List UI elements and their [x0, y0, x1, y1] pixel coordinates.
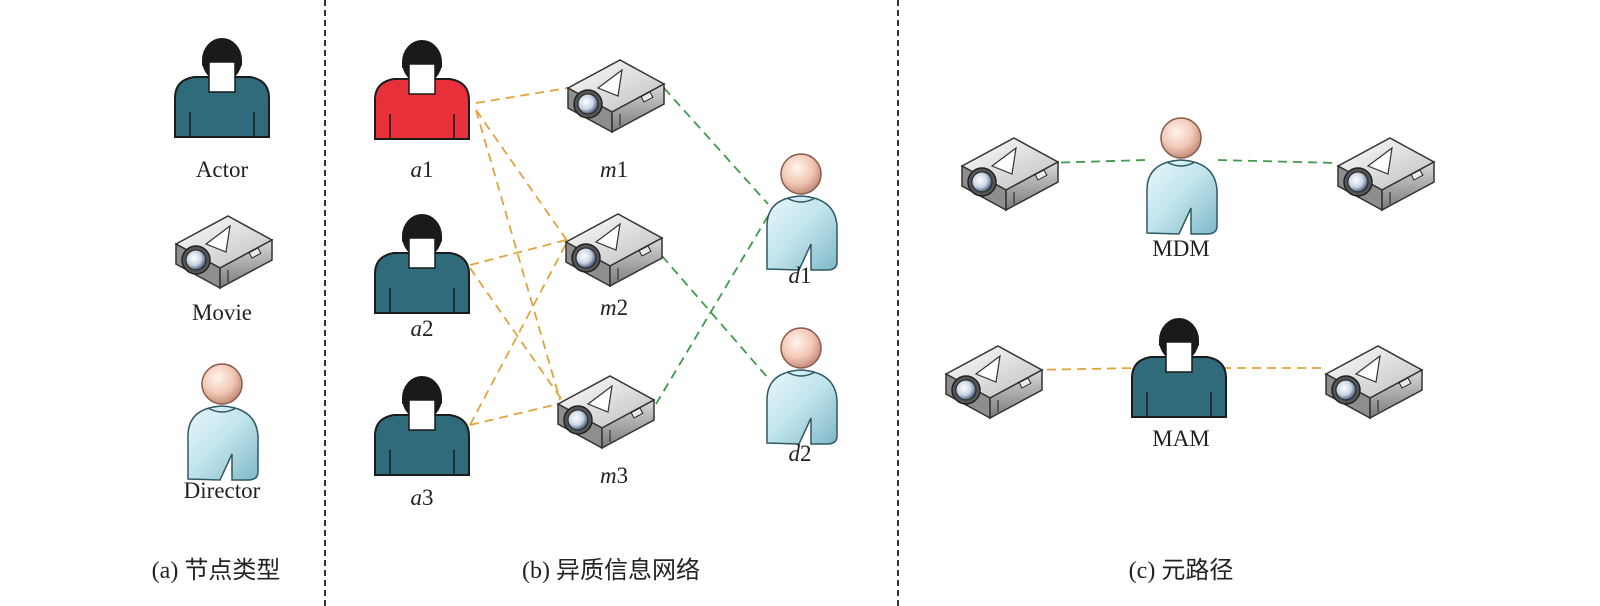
- movie-node-m3: [556, 375, 656, 450]
- actor-node-a1: [374, 40, 470, 140]
- edge-a1-m2: [475, 109, 569, 243]
- edge-a2-m2: [469, 239, 567, 266]
- edge-a1-m1: [475, 87, 569, 104]
- edge-a3-m2: [469, 243, 567, 426]
- caption-hin: (b) 异质信息网络: [522, 558, 700, 584]
- edge-mdm-left: [1045, 159, 1147, 164]
- node-label-m3: m3: [599, 463, 629, 488]
- edge-m1-d1: [663, 87, 769, 205]
- legend-director-icon: [187, 363, 259, 481]
- node-label-m1: m1: [599, 157, 629, 182]
- edge-a2-m3: [469, 267, 563, 401]
- metapath-label-mam: MAM: [1152, 426, 1210, 451]
- network-edges: [469, 87, 1339, 426]
- caption-metapath: (c) 元路径: [1128, 558, 1234, 584]
- movie-node-m2: [564, 213, 664, 288]
- director-node-d1: [766, 153, 838, 271]
- node-label-d1: d1: [788, 263, 812, 288]
- legend-movie-icon: [174, 215, 274, 290]
- metapath-mdm-movie-left: [960, 137, 1060, 212]
- edge-mam-left: [1031, 367, 1137, 371]
- network-nodes: [174, 38, 1436, 481]
- movie-node-m1: [566, 59, 666, 134]
- metapath-mam-movie-left: [944, 345, 1044, 420]
- legend-director-label: Director: [183, 478, 261, 503]
- node-label-d2: d2: [788, 441, 812, 466]
- metapath-label-mdm: MDM: [1152, 236, 1210, 261]
- actor-node-a3: [374, 376, 470, 476]
- node-label-m2: m2: [599, 295, 629, 320]
- node-label-a3: a3: [410, 485, 434, 510]
- legend-actor-icon: [174, 38, 270, 138]
- metapath-mdm-movie-right: [1336, 137, 1436, 212]
- caption-node-types: (a) 节点类型: [151, 558, 281, 584]
- edge-mdm-right: [1217, 159, 1339, 164]
- node-label-a1: a1: [410, 157, 434, 182]
- panel-divider-left: [324, 0, 326, 606]
- actor-node-a2: [374, 214, 470, 314]
- edge-a3-m3: [469, 403, 559, 426]
- metapath-mdm-director: [1146, 117, 1218, 235]
- edge-m3-d1: [655, 215, 769, 405]
- edge-a1-m3-seg: [475, 109, 561, 401]
- metapath-mam-actor: [1131, 318, 1227, 418]
- panel-divider-right: [897, 0, 899, 606]
- node-label-a2: a2: [410, 316, 434, 341]
- metapath-mam-movie-right: [1324, 345, 1424, 420]
- legend-actor-label: Actor: [195, 157, 249, 182]
- director-node-d2: [766, 327, 838, 445]
- edge-m2-d2: [661, 255, 769, 379]
- legend-movie-label: Movie: [191, 300, 253, 325]
